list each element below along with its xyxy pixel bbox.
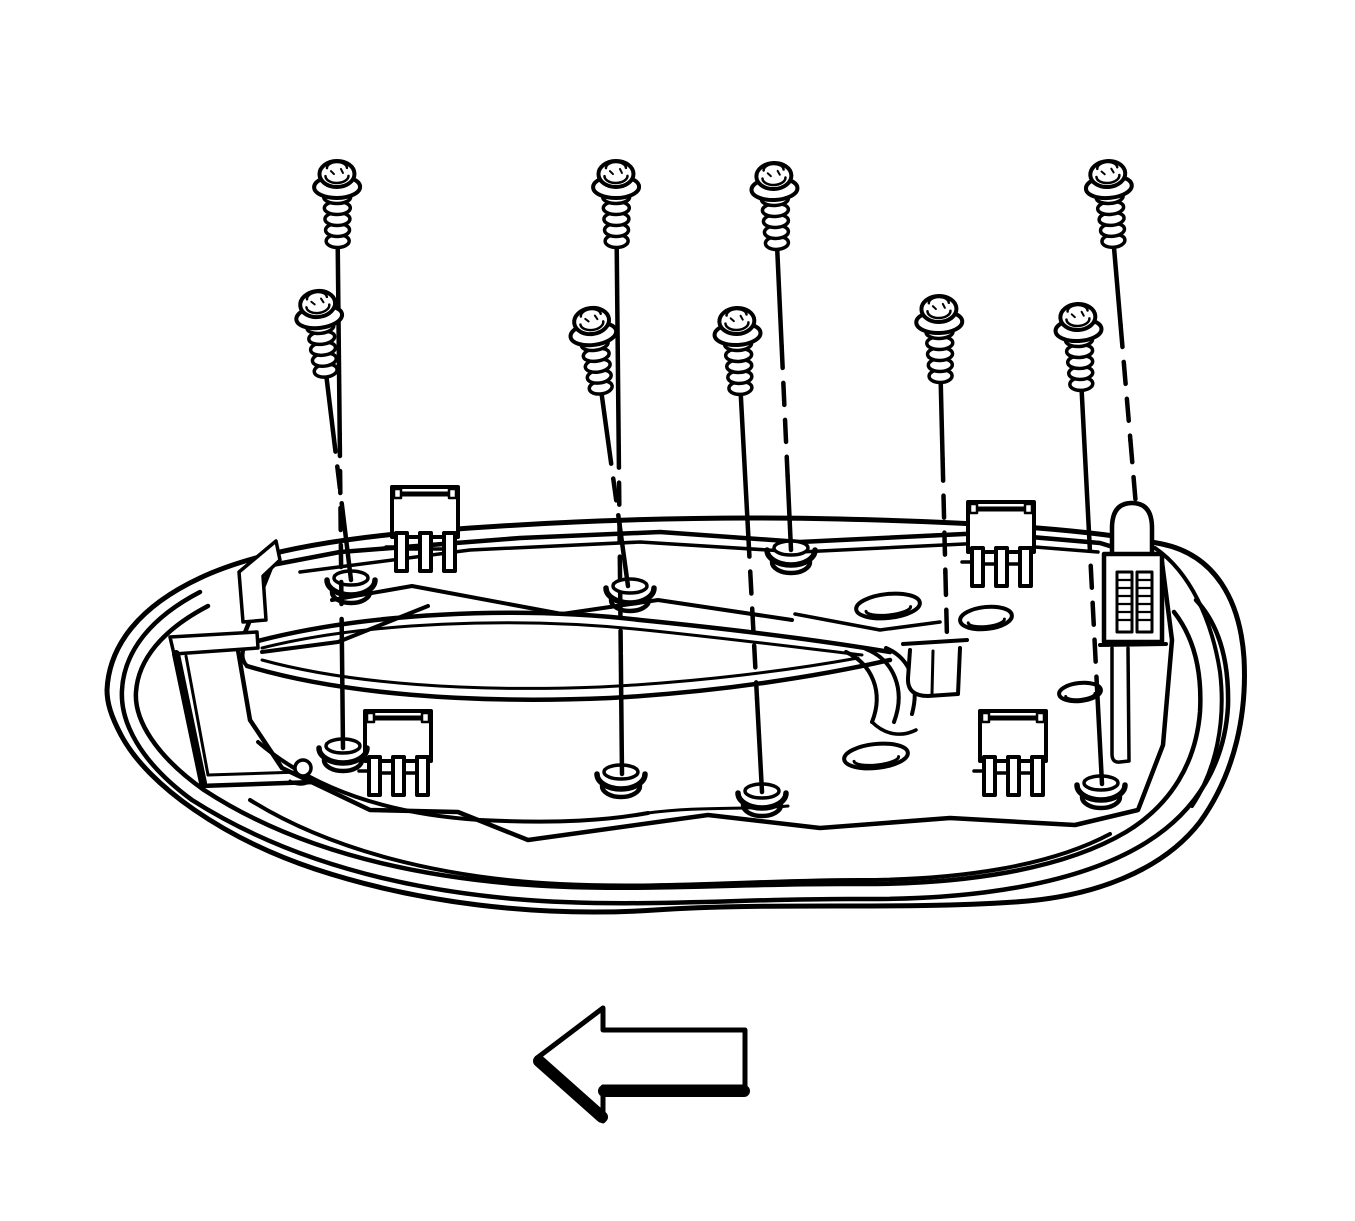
connector-pin [1006, 755, 1021, 797]
screw-1 [312, 158, 363, 751]
plate-contour-line [793, 612, 942, 632]
vent-hole [842, 741, 910, 771]
vent-holes [842, 591, 1103, 771]
wiring-connectors [357, 485, 1048, 797]
vent-hole [1057, 680, 1103, 704]
connector-pin [394, 531, 409, 573]
reflector-pocket [240, 610, 918, 736]
connector-top-left [384, 485, 460, 573]
housing-tab [901, 638, 969, 698]
screw-5 [294, 288, 354, 583]
screw-9 [1053, 301, 1105, 787]
connector-pin [994, 546, 1009, 588]
screw-2 [591, 158, 642, 777]
bulb-base-line [1098, 642, 1168, 647]
screw-3 [749, 160, 800, 553]
bulb-socket [1098, 500, 1168, 764]
connector-pin [367, 755, 382, 797]
housing-rim-contour-right [1153, 546, 1224, 808]
connector-pin [1018, 546, 1033, 588]
connector-pin [970, 546, 985, 588]
mounting-bracket [168, 630, 317, 789]
housing-rim-contour-4 [248, 798, 1112, 888]
vent-hole [854, 591, 922, 621]
vent-hole [958, 604, 1014, 632]
bulb-mount-strip [1110, 646, 1131, 764]
screws [294, 158, 1139, 795]
housing-rim-contour-3 [133, 603, 1203, 891]
direction-arrow [533, 1005, 750, 1124]
housing-step-wall [237, 539, 282, 624]
connector-pin [418, 531, 433, 573]
arrow-shadow-edge [533, 1055, 608, 1123]
connector-pin [415, 755, 430, 797]
arrow-outline [534, 1005, 748, 1124]
connector-bottom-left [357, 709, 433, 797]
bulb-dome [1109, 500, 1155, 559]
connector-pin [982, 755, 997, 797]
connector-pin [1030, 755, 1045, 797]
lamp-housing [104, 515, 1247, 915]
connector-top-right [960, 500, 1036, 588]
screw-8 [914, 293, 965, 641]
screw-4 [1083, 158, 1139, 509]
screw-7 [712, 305, 765, 795]
screw-6 [568, 305, 631, 589]
connector-pin [391, 755, 406, 797]
bulb-pin-ridges [1115, 578, 1154, 622]
connector-bottom-right [972, 709, 1048, 797]
connector-pin [442, 531, 457, 573]
